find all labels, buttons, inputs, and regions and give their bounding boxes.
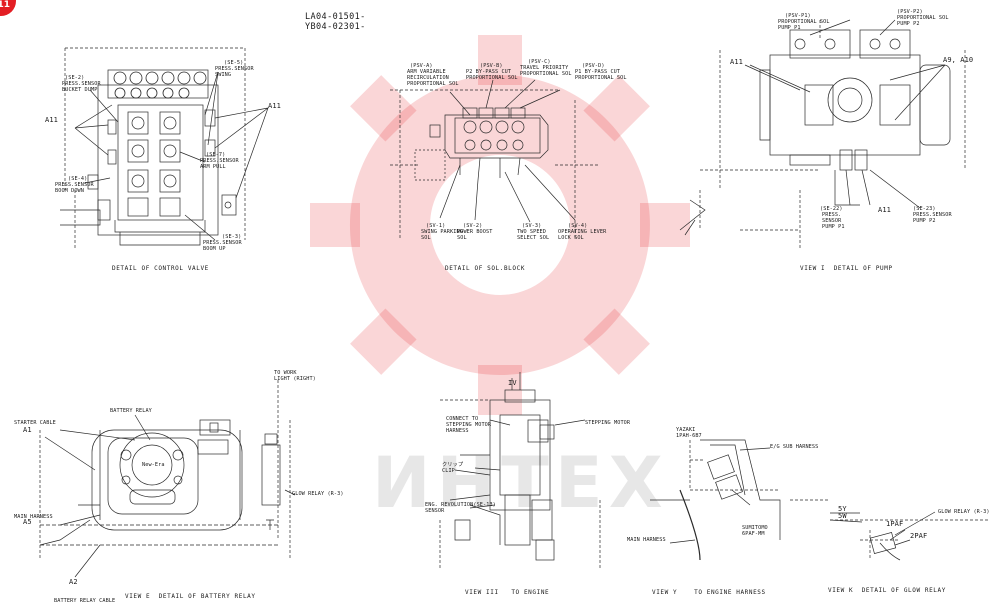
- label-sv2-desc: POWER BOOST SOL: [457, 229, 493, 241]
- label-pump-a9a10: A9, A10: [943, 56, 974, 64]
- label-yazaki: YAZAKI 1PAH-6B7: [676, 427, 702, 439]
- caption-control-valve: DETAIL OF CONTROL VALVE: [112, 265, 209, 272]
- label-a11-left: A11: [45, 116, 58, 124]
- label-a5: A5: [23, 518, 32, 526]
- label-roman-iv: IV: [508, 379, 517, 387]
- battery-relay-drawing: [39, 380, 296, 578]
- label-a1: A1: [23, 426, 32, 434]
- label-se4-desc: PRESS.SENSOR BOOM DOWN: [55, 182, 94, 194]
- label-main-harness-left: MAIN HARNESS: [14, 514, 53, 520]
- label-se4-tag: (SE-4): [68, 176, 88, 182]
- label-starter-cable: STARTER CABLE: [14, 420, 56, 426]
- label-se22-tag: (SE-22): [820, 206, 843, 212]
- caption-sol-block: DETAIL OF SOL.BLOCK: [445, 265, 526, 272]
- label-se23-desc: PRESS.SENSOR PUMP P2: [913, 212, 952, 224]
- label-battery-relay: BATTERY RELAY: [110, 408, 152, 414]
- label-sv4-tag: (SV-4): [568, 223, 588, 229]
- doc-code-2: YB04-02301-: [305, 22, 366, 32]
- glow-relay-drawing: [829, 511, 990, 561]
- label-se3-tag: (SE-3): [222, 234, 242, 240]
- label-se3-desc: PRESS.SENSOR BOOM UP: [203, 240, 242, 252]
- doc-code-1: LA04-01501-: [305, 12, 366, 22]
- label-5w: 5W: [838, 512, 847, 520]
- label-5y: 5Y: [838, 505, 847, 513]
- label-pump-a11: A11: [730, 58, 743, 66]
- label-sv3-desc: TWO SPEED SELECT SOL: [517, 229, 550, 241]
- label-se23-tag: (SE-23): [913, 206, 936, 212]
- label-clip: クリップ CLIP: [442, 462, 464, 474]
- label-sv1-tag: (SV-1): [426, 223, 446, 229]
- label-psvp1-desc: PROPORTIONAL SOL PUMP P1: [778, 19, 830, 31]
- engine-drawing: [439, 372, 601, 570]
- label-to-work-light: TO WORK LIGHT (RIGHT): [274, 370, 316, 382]
- label-battery-relay-cable: BATTERY RELAY CABLE: [54, 598, 116, 604]
- label-sv2-tag: (SV-2): [463, 223, 483, 229]
- pump-drawing: [679, 19, 966, 250]
- label-sv1-desc: SWING PARKING SOL: [421, 229, 463, 241]
- label-se7-tag: (SE-7): [206, 152, 226, 158]
- label-psvc-tag: (PSV-C): [528, 59, 551, 65]
- caption-battery-relay: VIEW E DETAIL OF BATTERY RELAY: [125, 593, 256, 600]
- label-sv3-tag: (SV-3): [522, 223, 542, 229]
- label-psva-tag: (PSV-A): [410, 63, 433, 69]
- label-psvc-desc: TRAVEL PRIORITY PROPORTIONAL SOL: [520, 65, 572, 77]
- label-psvd-desc: P1 BY-PASS CUT PROPORTIONAL SOL: [575, 69, 627, 81]
- label-se5-tag: (SE-5): [224, 60, 244, 66]
- caption-glow-relay: VIEW K DETAIL OF GLOW RELAY: [828, 587, 946, 594]
- label-psvd-tag: (PSV-D): [582, 63, 605, 69]
- caption-engine: VIEW III TO ENGINE: [465, 589, 550, 596]
- caption-pump: VIEW I DETAIL OF PUMP: [800, 265, 893, 272]
- sol-block-drawing: [390, 79, 600, 240]
- label-psvb-desc: P2 BY-PASS CUT PROPORTIONAL SOL: [466, 69, 518, 81]
- label-a2: A2: [69, 578, 78, 586]
- label-sumitomo: SUMITOMO 6PAF-MM: [742, 525, 768, 537]
- label-connect-stepping: CONNECT TO STEPPING MOTOR HARNESS: [446, 416, 492, 434]
- label-se2-tag: (SE-2): [65, 75, 85, 81]
- label-1paf: 1PAF: [886, 520, 904, 528]
- label-se7-desc: PRESS.SENSOR ARM PULL: [200, 158, 239, 170]
- label-psvb-tag: (PSV-B): [480, 63, 503, 69]
- label-se22-desc: PRESS. SENSOR PUMP P1: [822, 212, 845, 230]
- label-rev-sensor: ENG. REVOLUTION(SE-13) SENSOR: [425, 502, 496, 514]
- label-glow-relay-left: GLOW RELAY (R-3): [292, 491, 344, 497]
- label-main-harness-right: MAIN HARNESS: [627, 537, 666, 543]
- control-valve-drawing: [60, 47, 269, 250]
- label-se5-desc: PRESS.SENSOR SWING: [215, 66, 254, 78]
- label-sv4-desc: OPERATING LEVER LOCK SOL: [558, 229, 607, 241]
- label-a11-right: A11: [268, 102, 281, 110]
- label-glow-relay-right: GLOW RELAY (R-3): [938, 509, 990, 515]
- label-psvp2-desc: PROPORTIONAL SOL PUMP P2: [897, 15, 949, 27]
- label-psvp2-tag: (PSV-P2): [897, 9, 923, 15]
- label-se2-desc: PRESS.SENSOR BUCKET DUMP: [62, 81, 101, 93]
- engine-harness-drawing: [650, 439, 830, 561]
- label-pump-a11-bottom: A11: [878, 206, 891, 214]
- label-stepping-motor: STEPPING MOTOR: [585, 420, 631, 426]
- label-2paf: 2PAF: [910, 532, 928, 540]
- caption-engine-harness: VIEW Y TO ENGINE HARNESS: [652, 589, 766, 596]
- label-relay-brand: New-Era: [142, 462, 165, 468]
- label-psvp1-tag: (PSV-P1): [785, 13, 811, 19]
- label-psva-desc: ARM VARIABLE RECIRCULATION PROPORTIONAL …: [407, 69, 459, 87]
- label-es-sub: E/G SUB HARNESS: [770, 444, 819, 450]
